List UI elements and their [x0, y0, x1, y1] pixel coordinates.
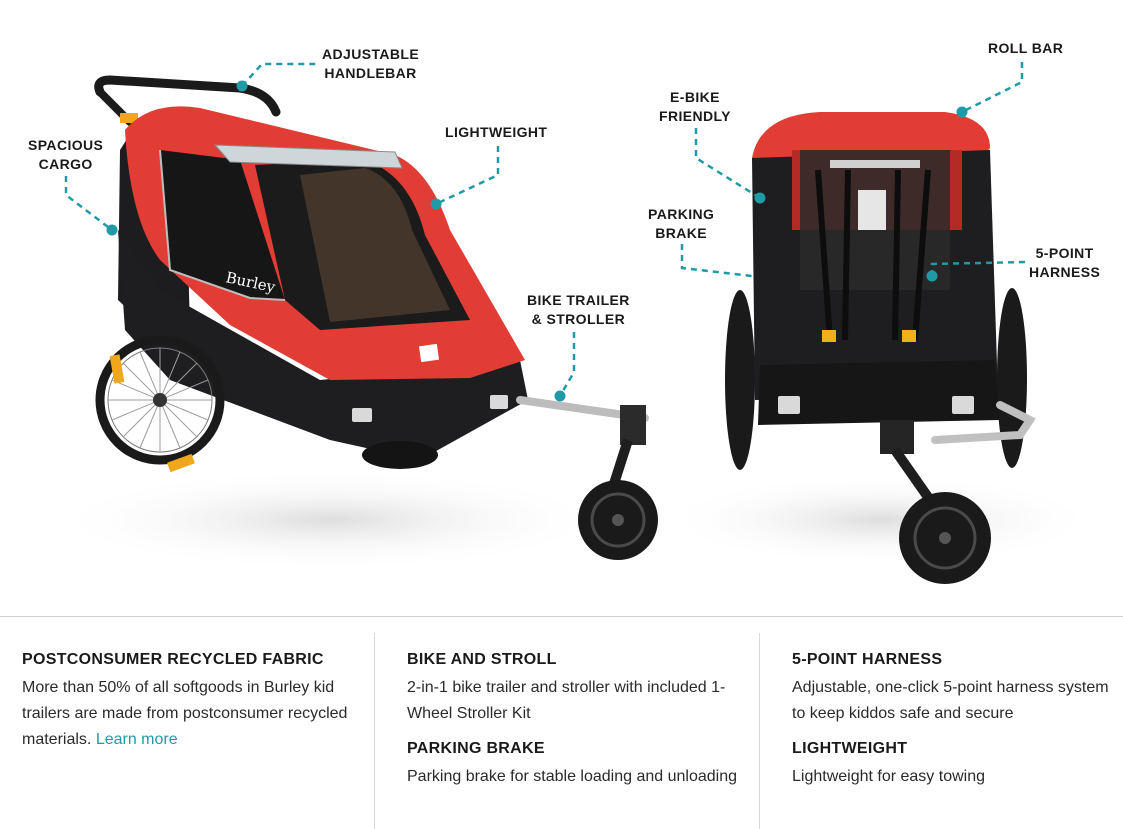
feature-title: 5-POINT HARNESS — [792, 651, 943, 668]
feature-body: Adjustable, one-click 5-point harness sy… — [792, 679, 1109, 722]
callout-line: ADJUSTABLE — [322, 46, 420, 62]
trailer-front-view — [660, 112, 1100, 584]
feature-parking-brake: PARKING BRAKE Parking brake for stable l… — [407, 739, 747, 790]
callout-line: E-BIKE — [670, 89, 720, 105]
feature-lightweight: LIGHTWEIGHT Lightweight for easy towing — [792, 739, 1117, 790]
callout-line: PARKING — [648, 206, 715, 222]
callout-line: & STROLLER — [531, 311, 626, 327]
callout-5-point-harness: 5-POINT HARNESS — [1029, 244, 1100, 282]
feature-5-point-harness: 5-POINT HARNESS Adjustable, one-click 5-… — [792, 650, 1117, 727]
callout-lightweight: LIGHTWEIGHT — [445, 123, 547, 142]
callout-ebike-friendly: E-BIKE FRIENDLY — [659, 88, 731, 126]
callout-roll-bar: ROLL BAR — [988, 39, 1063, 58]
feature-title: POSTCONSUMER RECYCLED FABRIC — [22, 651, 324, 668]
callout-line: FRIENDLY — [659, 108, 731, 124]
learn-more-link[interactable]: Learn more — [95, 731, 178, 748]
callout-adjustable-handlebar: ADJUSTABLE HANDLEBAR — [322, 45, 419, 83]
feature-bike-and-stroll: BIKE AND STROLL 2-in-1 bike trailer and … — [407, 650, 747, 727]
callout-bike-trailer-stroller: BIKE TRAILER & STROLLER — [527, 291, 630, 329]
callout-dots — [106, 80, 968, 402]
callout-parking-brake: PARKING BRAKE — [648, 205, 714, 243]
product-hero: Burley — [28, 39, 1100, 584]
trailer-illustration: Burley — [50, 62, 1100, 584]
feature-title: BIKE AND STROLL — [407, 651, 557, 668]
feature-body: Lightweight for easy towing — [792, 768, 985, 785]
callout-line: 5-POINT — [1035, 245, 1094, 261]
feature-body: 2-in-1 bike trailer and stroller with in… — [407, 679, 726, 722]
feature-title: LIGHTWEIGHT — [792, 740, 908, 757]
callout-line: CARGO — [38, 156, 93, 172]
callout-spacious-cargo: SPACIOUS CARGO — [28, 136, 103, 174]
callout-line: BRAKE — [655, 225, 708, 241]
trailer-side-view: Burley — [50, 75, 658, 570]
callout-line: LIGHTWEIGHT — [445, 124, 548, 140]
column-divider — [759, 633, 760, 829]
callout-line: HANDLEBAR — [324, 65, 417, 81]
callout-line: ROLL BAR — [988, 40, 1064, 56]
callout-line: BIKE TRAILER — [527, 292, 630, 308]
section-divider — [0, 616, 1123, 617]
feature-body: More than 50% of all softgoods in Burley… — [22, 675, 362, 753]
feature-title: PARKING BRAKE — [407, 740, 545, 757]
feature-body: Parking brake for stable loading and unl… — [407, 768, 738, 785]
callout-line: SPACIOUS — [28, 137, 104, 153]
feature-body-text: More than 50% of all softgoods in Burley… — [22, 679, 348, 748]
feature-recycled-fabric: POSTCONSUMER RECYCLED FABRIC More than 5… — [22, 650, 362, 753]
column-divider — [374, 633, 375, 829]
callout-line: HARNESS — [1029, 264, 1101, 280]
